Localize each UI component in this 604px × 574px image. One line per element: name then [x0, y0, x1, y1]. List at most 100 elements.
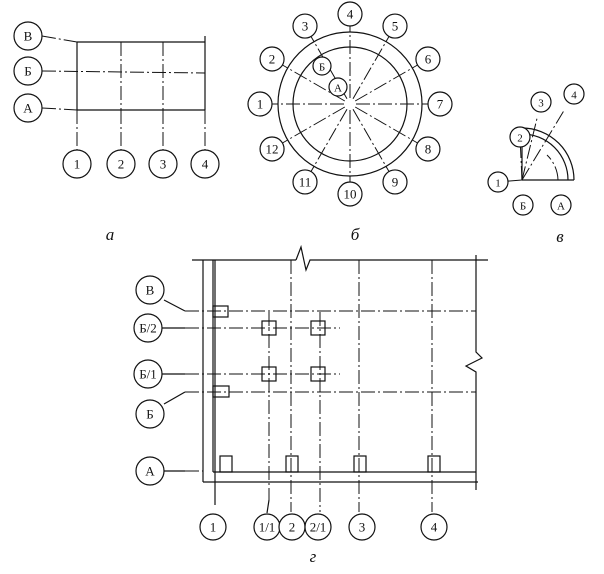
bubble-circle [382, 13, 408, 39]
column-axis-bubble: 2 [278, 513, 306, 541]
ring-axis-bubble: А [550, 194, 572, 216]
radial-axis [282, 106, 346, 144]
column-square [261, 366, 277, 382]
break-line-right [464, 255, 484, 490]
column-axis-bubble: 3 [348, 513, 376, 541]
bubble-circle [312, 56, 332, 76]
bubble-circle [13, 93, 43, 123]
row-axis-bubble: Б/2 [133, 313, 163, 343]
bubble-label: А [557, 201, 565, 213]
radial-axis [352, 36, 390, 100]
bubble-circle [259, 136, 285, 162]
column-axis-bubble: 1 [199, 513, 227, 541]
bubble-label: 4 [431, 520, 438, 535]
radial-axis-bubble: 4 [337, 1, 363, 27]
column-axis-bubble: 1 [62, 149, 92, 179]
bubble-label: 1 [495, 178, 501, 190]
bubble-circle [563, 83, 585, 105]
ring-axis-bubble: А [328, 77, 348, 97]
radial-axis-bubble: 8 [415, 136, 441, 162]
bubble-circle [199, 513, 227, 541]
bubble-label: Б [24, 64, 31, 79]
bubble-label: 2 [289, 520, 296, 535]
bubble-label: 1 [210, 520, 217, 535]
radial-axis-bubble: 2 [259, 46, 285, 72]
bubble-label: А [23, 101, 33, 116]
bubble-circle [415, 136, 441, 162]
bubble-circle [512, 194, 534, 216]
column-axis-bubble: 4 [190, 149, 220, 179]
row-axis-bubble: Б [13, 56, 43, 86]
bubble-label: 2 [517, 133, 523, 145]
bubble-circle [304, 513, 332, 541]
bubble-circle [415, 46, 441, 72]
bubble-label: 12 [266, 142, 279, 157]
row-axis-bubble: А [13, 93, 43, 123]
bubble-circle [259, 46, 285, 72]
bubble-circle [348, 513, 376, 541]
column-axis-bubble: 2 [106, 149, 136, 179]
row-axis-bubble: В [135, 275, 165, 305]
bubble-label: 9 [392, 174, 399, 189]
bubble-label: В [24, 29, 33, 44]
bubble-label: 6 [425, 52, 432, 67]
bubble-label: 7 [437, 97, 444, 112]
radial-axis [521, 110, 565, 181]
radial-axis-bubble: 9 [382, 169, 408, 195]
radial-axis-bubble: 3 [530, 91, 552, 113]
ring-axis-bubble: Б [312, 56, 332, 76]
bubble-circle [420, 513, 448, 541]
row-axis-bubble: В [13, 21, 43, 51]
radial-axis-bubble: 5 [382, 13, 408, 39]
bubble-circle [135, 399, 165, 429]
bubble-label: 3 [538, 98, 544, 110]
bubble-label: 2 [118, 157, 125, 172]
row-axis-bubble: Б/1 [133, 359, 163, 389]
column-axis-bubble: 3 [148, 149, 178, 179]
caption-a: а [106, 225, 115, 244]
bubble-circle [13, 56, 43, 86]
bubble-label: 3 [160, 157, 167, 172]
bubble-circle [190, 149, 220, 179]
bubble-circle [13, 21, 43, 51]
radial-axis-bubble: 7 [427, 91, 453, 117]
bubble-circle [509, 126, 531, 148]
bubble-label: 3 [302, 19, 309, 34]
radial-axis-bubble: 2 [509, 126, 531, 148]
radial-axis [354, 106, 418, 144]
axis-line [41, 35, 78, 43]
leader-line [163, 391, 186, 405]
bubble-label: 8 [425, 142, 432, 157]
radial-axis [310, 108, 348, 172]
radial-axis-bubble: 10 [337, 181, 363, 207]
caption-d: г [310, 547, 317, 566]
radial-axis [519, 145, 523, 181]
wall-pilaster [219, 455, 233, 473]
caption-b: б [351, 225, 360, 244]
column-square [310, 366, 326, 382]
radial-axis [521, 117, 538, 181]
row-axis-bubble: А [135, 456, 165, 486]
wall-pilaster [427, 455, 441, 473]
wall-pilaster [212, 385, 230, 398]
bubble-circle [292, 13, 318, 39]
bubble-label: Б/2 [139, 321, 157, 336]
axis-arc [546, 154, 559, 181]
bubble-label: 2/1 [310, 520, 327, 535]
bubble-circle [148, 149, 178, 179]
bubble-label: 1/1 [259, 520, 276, 535]
bubble-circle [427, 91, 453, 117]
outer-arc [521, 127, 575, 181]
radial-axis-bubble: 6 [415, 46, 441, 72]
column-axis-bubble: 1/1 [253, 513, 281, 541]
bubble-label: А [145, 464, 155, 479]
radial-axis-bubble: 3 [292, 13, 318, 39]
bubble-circle [106, 149, 136, 179]
bubble-circle [337, 1, 363, 27]
radial-axis-bubble: 11 [292, 169, 318, 195]
bubble-circle [337, 181, 363, 207]
caption-c: в [556, 227, 564, 246]
bubble-label: 4 [571, 90, 577, 102]
